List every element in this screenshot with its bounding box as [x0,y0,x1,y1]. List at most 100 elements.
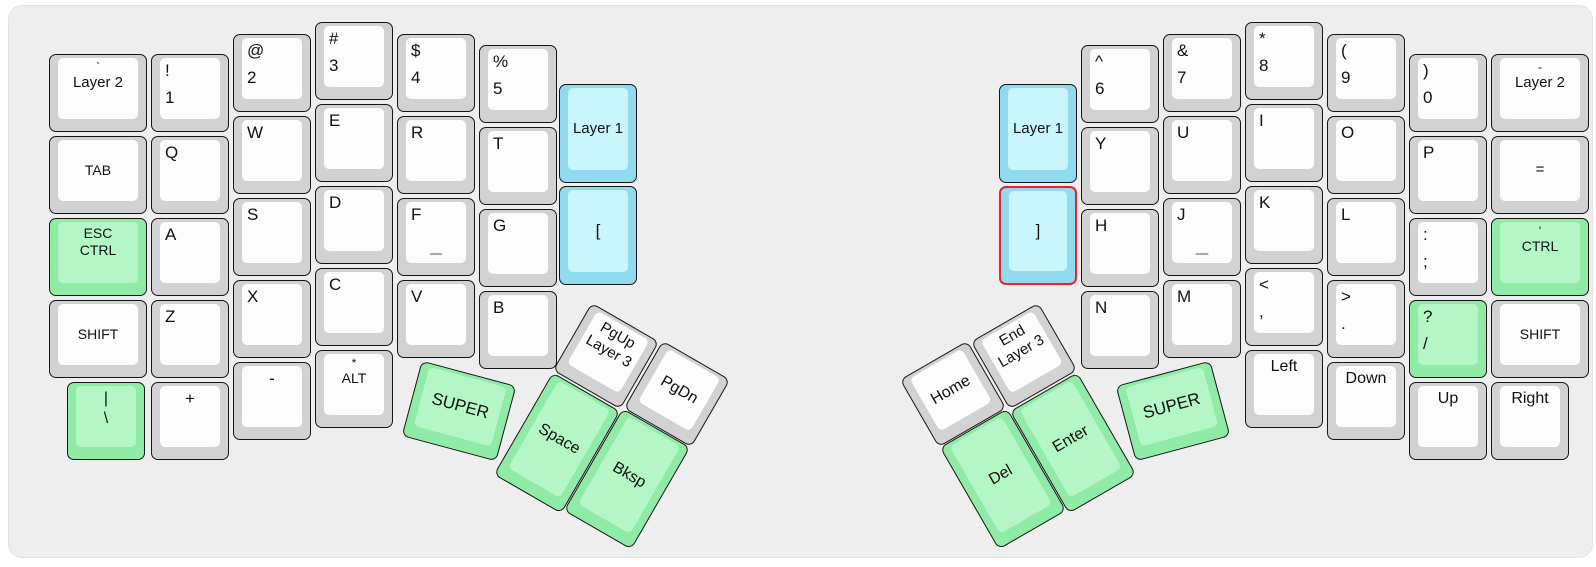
key-arrow-up[interactable]: Up [1409,382,1487,460]
key-arrow-down[interactable]: Down [1327,362,1405,440]
key-legend: = [1535,161,1545,179]
key-lt-comma[interactable]: <, [1245,268,1323,346]
key-s[interactable]: S [233,198,311,276]
key-t[interactable]: T [479,127,557,205]
key-shift-right[interactable]: SHIFT [1491,300,1589,378]
key-j[interactable]: J [1163,198,1241,276]
keycap-face: K [1254,190,1314,251]
key-rbracket[interactable]: ] [999,186,1077,285]
key-plus[interactable]: + [151,382,229,460]
key-super-right[interactable]: SUPER [1115,360,1231,462]
key-n[interactable]: N [1081,291,1159,369]
key-legend: % [493,52,509,71]
key-q[interactable]: Q [151,136,229,214]
key-legend: : [1423,225,1428,244]
key-grave-layer2[interactable]: `Layer 2 [49,54,147,132]
key-i[interactable]: I [1245,104,1323,182]
key-legend: R [411,123,424,142]
keycap-face: Q [160,140,220,201]
key-legend: B [493,298,505,317]
key-layer1-left[interactable]: Layer 1 [559,84,637,183]
key-legend: C [329,275,342,294]
key-g[interactable]: G [479,209,557,287]
key-ast-alt[interactable]: *ALT [315,350,393,428]
key-lparen-9[interactable]: (9 [1327,34,1405,112]
keycap-face: |\ [76,386,136,447]
key-arrow-left[interactable]: Left [1245,350,1323,428]
key-legend: @ [247,41,265,60]
key-f[interactable]: F [397,198,475,276]
key-gt-period[interactable]: >. [1327,280,1405,358]
key-rparen-0[interactable]: )0 [1409,54,1487,132]
key-legend: S [247,205,259,224]
keycap-face: ] [1009,191,1067,271]
key-legend: Enter [1049,421,1092,456]
keycap-face: SHIFT [58,304,138,365]
key-u[interactable]: U [1163,116,1241,194]
key-layer1-right[interactable]: Layer 1 [999,84,1077,183]
keycap-face: L [1336,202,1396,263]
key-legend: - [1538,60,1542,74]
key-amp-7[interactable]: &7 [1163,34,1241,112]
key-h[interactable]: H [1081,209,1159,287]
key-m[interactable]: M [1163,280,1241,358]
key-lbracket[interactable]: [ [559,186,637,285]
key-b[interactable]: B [479,291,557,369]
key-legend: 9 [1341,68,1351,88]
homing-bar [1195,252,1209,255]
key-quote-ctrl[interactable]: 'CTRL [1491,218,1589,296]
key-shift-left[interactable]: SHIFT [49,300,147,378]
key-ast-8[interactable]: *8 [1245,22,1323,100]
key-equals[interactable]: = [1491,136,1589,214]
key-caret-6[interactable]: ^6 [1081,45,1159,123]
key-arrow-right[interactable]: Right [1491,382,1569,460]
key-legend: 0 [1423,88,1433,108]
key-legend: Home [927,371,974,408]
key-hash-3[interactable]: #3 [315,22,393,100]
key-z[interactable]: Z [151,300,229,378]
key-dollar-4[interactable]: $4 [397,34,475,112]
keycap-face: (9 [1336,38,1396,99]
key-x[interactable]: X [233,280,311,358]
key-y[interactable]: Y [1081,127,1159,205]
keycap-face: Z [160,304,220,365]
key-excl-1[interactable]: !1 [151,54,229,132]
key-legend: & [1177,41,1189,60]
key-legend: Layer 1 [1012,119,1064,137]
key-super-left[interactable]: SUPER [401,360,517,462]
keycap-face: G [488,213,548,274]
key-legend: ESC [83,225,113,241]
key-legend: Up [1437,390,1459,407]
key-minus-layer2[interactable]: -Layer 2 [1491,54,1589,132]
key-e[interactable]: E [315,104,393,182]
key-minus[interactable]: - [233,362,311,440]
key-legend: * [351,356,357,370]
key-legend: . [1341,314,1346,334]
key-pipe-backslash[interactable]: |\ [67,382,145,460]
key-k[interactable]: K [1245,186,1323,264]
key-d[interactable]: D [315,186,393,264]
key-legend: 8 [1259,56,1269,76]
key-tab[interactable]: TAB [49,136,147,214]
key-r[interactable]: R [397,116,475,194]
key-at-2[interactable]: @2 [233,34,311,112]
key-a[interactable]: A [151,218,229,296]
key-p[interactable]: P [1409,136,1487,214]
key-legend: J [1177,205,1186,224]
key-v[interactable]: V [397,280,475,358]
key-question-slash[interactable]: ?/ [1409,300,1487,378]
key-colon-semicolon[interactable]: :; [1409,218,1487,296]
key-pct-5[interactable]: %5 [479,45,557,123]
key-legend: Del [985,461,1016,489]
key-o[interactable]: O [1327,116,1405,194]
keycap-face: M [1172,284,1232,345]
key-legend: 4 [411,68,421,88]
keycap-face: &7 [1172,38,1232,99]
key-legend: + [185,389,195,408]
key-w[interactable]: W [233,116,311,194]
key-legend: Layer 2 [72,74,124,92]
key-l[interactable]: L [1327,198,1405,276]
key-c[interactable]: C [315,268,393,346]
